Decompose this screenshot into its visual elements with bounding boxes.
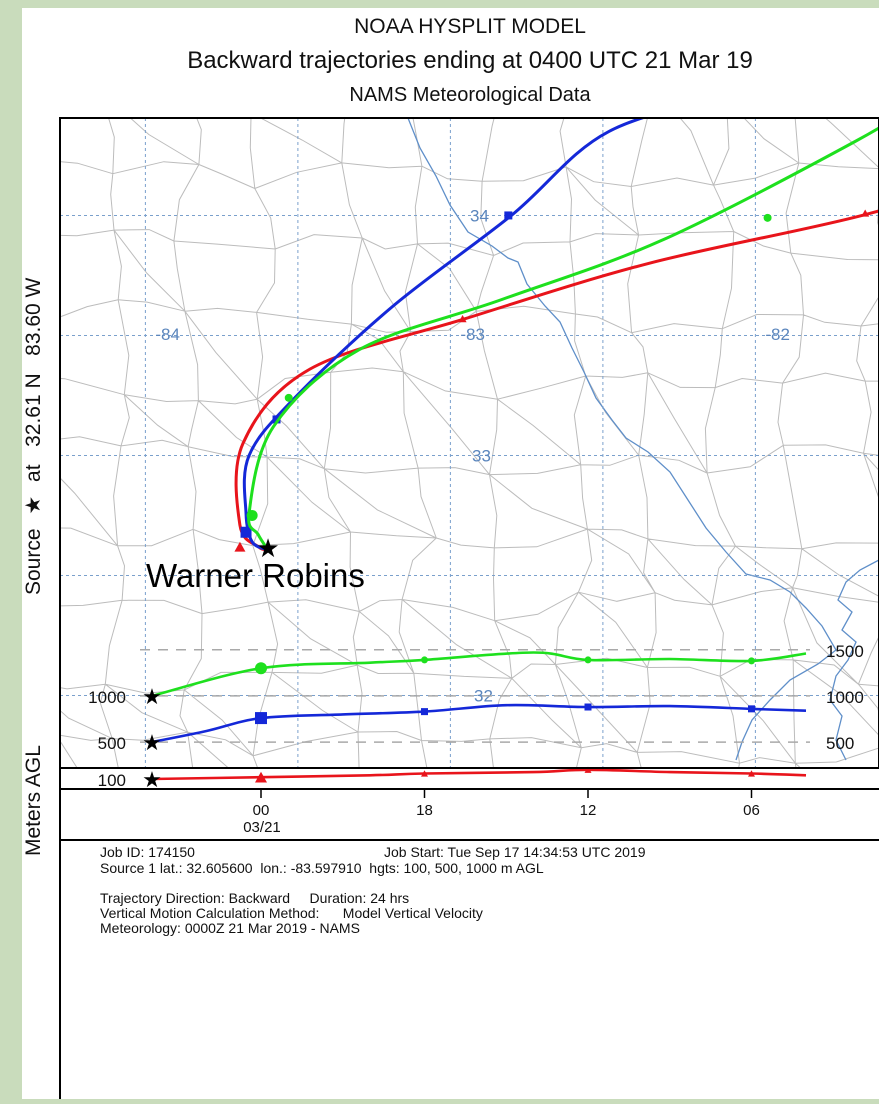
height-marker: [255, 712, 267, 725]
svg-text:Source ★ at 32.6: Source ★ at 32.61 N 83.60 W: [22, 277, 45, 595]
trajectory-marker: [272, 415, 281, 424]
footer-vertical-motion: Vertical Motion Calculation Method: Mode…: [100, 905, 483, 921]
paper: [22, 8, 879, 1099]
profile-ylabel: Meters AGL: [22, 745, 45, 856]
time-tick-label: 12: [580, 802, 597, 819]
trajectory-marker: [284, 393, 293, 402]
height-marker: [584, 703, 592, 711]
footer-job-start: Job Start: Tue Sep 17 14:34:53 UTC 2019: [384, 844, 646, 860]
lon-label: -82: [765, 325, 790, 344]
height-line-2: [151, 703, 807, 744]
trajectory-1: [234, 209, 879, 552]
header-subtitle: Backward trajectories ending at 0400 UTC…: [187, 47, 753, 74]
height-marker: [421, 770, 428, 777]
profile-start-star: ★: [142, 730, 162, 755]
time-tick-label: 18: [416, 802, 433, 819]
profile-right-tick: 1000: [826, 688, 864, 707]
side-label-location: at 32.61 N 83.60 W: [22, 277, 45, 481]
time-tick-label: 00: [253, 802, 270, 819]
trajectory-marker: [240, 526, 252, 538]
time-axis-ticks: 00 18 12 06: [253, 789, 760, 819]
height-marker: [584, 766, 592, 773]
trajectory-2: [242, 118, 647, 552]
lon-label: -84: [155, 325, 180, 344]
coast-line: [829, 559, 879, 761]
footer-info: Job ID: 174150 Job Start: Tue Sep 17 14:…: [59, 840, 646, 1099]
side-label-star: ★: [22, 496, 45, 515]
trajectory-lines: [234, 118, 879, 552]
height-marker: [255, 771, 267, 783]
lon-label: -83: [460, 325, 485, 344]
profile-left-tick: 100: [98, 771, 126, 790]
header-data-source: NAMS Meteorological Data: [349, 84, 591, 106]
profile-gridlines: [140, 649, 810, 743]
source-star-marker: ★: [256, 533, 279, 563]
warner-robins-label: Warner Robins: [146, 557, 365, 594]
county-boundaries: [60, 118, 879, 768]
lat-lon-labels: -84-83-82-81343332: [155, 206, 790, 705]
height-line-3: [151, 651, 807, 698]
height-line-1: [151, 768, 807, 781]
profile-start-star: ★: [142, 767, 162, 792]
trajectory-marker: [861, 209, 870, 217]
trajectory-marker: [504, 211, 513, 220]
profile-left-tick: 1000: [88, 688, 126, 707]
height-marker: [255, 662, 267, 675]
profile-tick-labels: 1000 500 100 1500 1000 500: [88, 642, 864, 790]
footer-meteorology: Meteorology: 0000Z 21 Mar 2019 - NAMS: [100, 920, 360, 936]
trajectory-marker: [763, 213, 772, 222]
side-label: Source ★ at 32.61 N 83.60 W: [22, 277, 45, 595]
trajectory-marker: [246, 509, 258, 521]
profile-panel: Meters AGL ★ ★ ★ 1000 500 100 1500 1000 500 00 1…: [22, 642, 879, 856]
county-line-network: [60, 118, 879, 768]
lat-label: 33: [472, 446, 491, 465]
date-label: 03/21: [243, 819, 281, 836]
height-marker: [421, 708, 428, 716]
height-marker: [748, 770, 755, 777]
trajectory-marker: [458, 315, 467, 323]
profile-left-tick: 500: [98, 734, 126, 753]
height-marker: [748, 657, 755, 665]
footer-source: Source 1 lat.: 32.605600 lon.: -83.59791…: [100, 860, 544, 876]
height-marker: [748, 705, 755, 713]
height-marker: [584, 656, 592, 664]
side-label-prefix: Source: [22, 528, 45, 595]
height-marker: [421, 656, 428, 664]
height-profile-lines: ★ ★ ★: [142, 651, 807, 792]
profile-right-tick: 1500: [826, 642, 864, 661]
footer-job-id: Job ID: 174150: [100, 844, 195, 860]
footer-direction: Trajectory Direction: Backward Duration:…: [100, 890, 409, 906]
header-title: NOAA HYSPLIT MODEL: [354, 15, 586, 38]
river-line: [407, 118, 837, 761]
trajectory-3: [247, 126, 879, 551]
profile-right-tick: 500: [826, 734, 854, 753]
lat-label: 34: [470, 206, 489, 225]
time-tick-label: 06: [743, 802, 760, 819]
trajectory-marker: [234, 541, 246, 552]
profile-start-star: ★: [142, 684, 162, 709]
